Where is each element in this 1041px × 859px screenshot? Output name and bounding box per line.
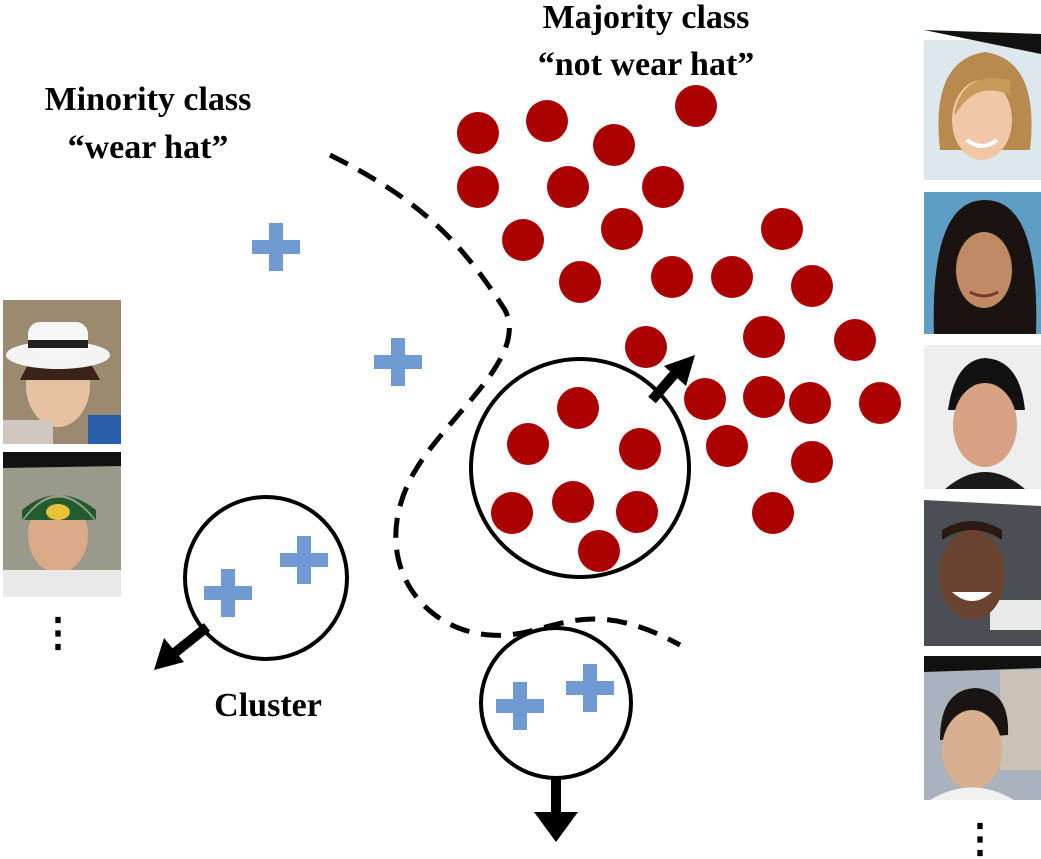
majority-point (791, 441, 833, 483)
face-woman-dark-hair-icon (924, 192, 1041, 334)
majority-point (593, 124, 635, 166)
majority-cluster-circle (469, 357, 691, 579)
majority-point (859, 382, 901, 424)
arrow-up-right-icon (648, 355, 695, 404)
majority-point (642, 166, 684, 208)
majority-point (761, 208, 803, 250)
majority-point (526, 100, 568, 142)
majority-point (601, 208, 643, 250)
majority-point (547, 166, 589, 208)
majority-point (578, 530, 620, 572)
minority-cluster-circle-left (183, 495, 349, 661)
majority-point (684, 378, 726, 420)
face-woman-blonde-icon (924, 30, 1041, 180)
majority-point (743, 376, 785, 418)
majority-point (552, 481, 594, 523)
minority-point (496, 682, 544, 730)
majority-point (491, 492, 533, 534)
majority-point (743, 316, 785, 358)
face-woman-white-hat-icon (3, 300, 121, 444)
minority-point (204, 569, 252, 617)
majority-point (457, 112, 499, 154)
majority-point (834, 319, 876, 361)
majority-class-subtitle: “not wear hat” (538, 46, 755, 83)
face-man-smiling-icon (924, 500, 1041, 646)
minority-point (252, 223, 300, 271)
right-ellipsis: ⋮ (960, 816, 1000, 859)
minority-point (280, 536, 328, 584)
majority-point (616, 491, 658, 533)
majority-point (651, 256, 693, 298)
majority-point (502, 219, 544, 261)
majority-point (559, 261, 601, 303)
majority-point (711, 256, 753, 298)
majority-point (675, 85, 717, 127)
majority-class-title: Majority class (543, 0, 750, 36)
cluster-label: Cluster (214, 687, 322, 724)
majority-point (752, 492, 794, 534)
face-man-young-icon (924, 656, 1041, 800)
majority-point (625, 326, 667, 368)
majority-point (507, 423, 549, 465)
majority-point (791, 265, 833, 307)
arrow-down-left-icon (154, 623, 211, 670)
minority-class-title: Minority class (45, 81, 252, 118)
majority-point (789, 382, 831, 424)
majority-class-points (457, 85, 901, 572)
face-man-spiky-hair-icon (924, 345, 1041, 489)
majority-point (619, 428, 661, 470)
majority-point (557, 387, 599, 429)
arrow-down-icon (534, 778, 578, 842)
majority-point (706, 425, 748, 467)
minority-class-points (204, 223, 614, 730)
majority-point (457, 166, 499, 208)
left-ellipsis: ⋮ (38, 610, 78, 655)
minority-class-subtitle: “wear hat” (68, 129, 229, 166)
minority-point (374, 338, 422, 386)
minority-point (566, 664, 614, 712)
face-man-green-cap-icon (3, 452, 121, 597)
decision-boundary (328, 152, 682, 648)
